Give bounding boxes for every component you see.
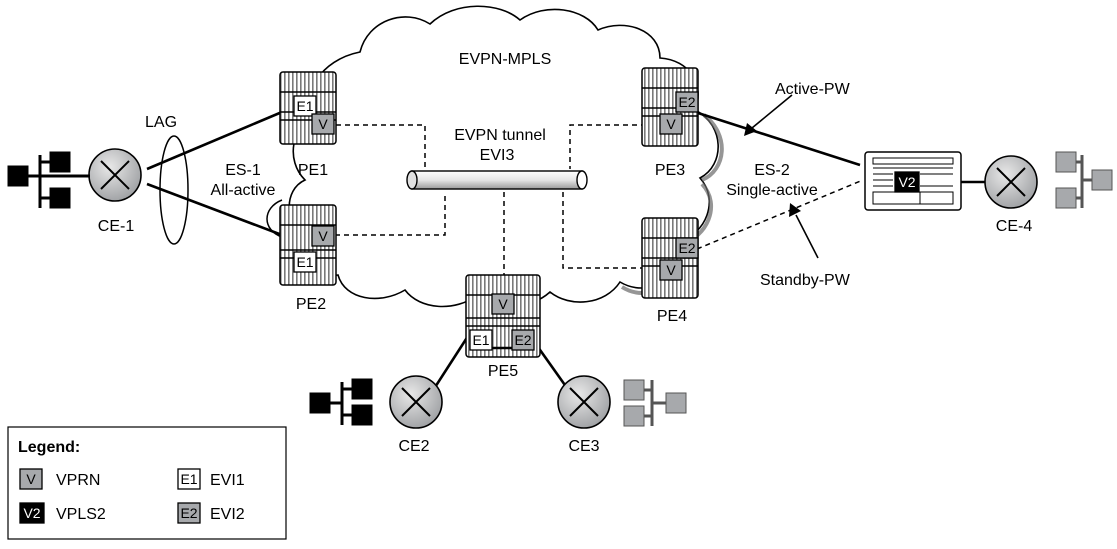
tunnel-label-line1: EVPN tunnel: [454, 127, 546, 144]
pe5-router[interactable]: V E1 E2: [465, 274, 541, 358]
legend: Legend: V VPRN E1 EVI1 V2 VPLS2 E2 EVI2: [7, 426, 287, 540]
pe1-router[interactable]: E1 V: [279, 71, 337, 145]
legend-evi2-swatch: [177, 502, 201, 524]
pe1-e1-tag: [293, 95, 317, 117]
pe3-e2-tag: [675, 91, 699, 113]
legend-title: Legend:: [18, 439, 80, 456]
pe2-vprn-tag-text: V: [318, 228, 328, 244]
vpls2-switch[interactable]: V2: [864, 151, 962, 211]
lan-ce1-icon: [7, 151, 90, 209]
pe3-vprn-tag: [659, 113, 683, 135]
pe4-e2-tag: [675, 237, 699, 259]
pe4-vprn-tag: [659, 259, 683, 281]
pe5-label: PE5: [488, 363, 518, 380]
cloud-label: EVPN-MPLS: [459, 51, 551, 68]
pe4-e2-tag-text: E2: [678, 240, 695, 256]
standby-pw-arrow: [789, 203, 819, 259]
pe4-router[interactable]: E2 V: [641, 217, 699, 299]
lag-ellipse: [159, 135, 189, 245]
pe5-e1-tag-text: E1: [472, 332, 489, 348]
legend-vprn-swatch: [19, 468, 43, 490]
legend-evi1-label: EVI1: [210, 472, 245, 489]
tunnel-label-line2: EVI3: [480, 147, 515, 164]
pe1-label: PE1: [298, 162, 328, 179]
lan-ce4-icon: [1055, 151, 1113, 209]
lan-ce2-icon: [309, 378, 373, 426]
ce2-label: CE2: [398, 438, 429, 455]
pe2-label: PE2: [296, 296, 326, 313]
pe5-vprn-tag: [491, 293, 515, 315]
active-pw-label: Active-PW: [775, 81, 851, 98]
ce2-router-icon[interactable]: [389, 375, 443, 429]
ce4-label: CE-4: [996, 218, 1033, 235]
pe3-vprn-tag-text: V: [666, 116, 676, 132]
legend-evi2-label: EVI2: [210, 506, 245, 523]
pe2-router[interactable]: V E1: [279, 204, 337, 286]
pe2-e1-tag-text: E1: [296, 254, 313, 270]
ce3-router-icon[interactable]: [557, 375, 611, 429]
standby-pw-label: Standby-PW: [760, 272, 851, 289]
legend-vprn-label: VPRN: [56, 472, 100, 489]
pe4-label: PE4: [657, 308, 687, 325]
pe5-e2-tag-text: E2: [514, 332, 531, 348]
lan-ce3-icon: [623, 379, 687, 427]
ce4-router-icon[interactable]: [984, 155, 1038, 209]
legend-evi2-swatch-text: E2: [180, 505, 197, 521]
legend-vprn-swatch-text: V: [26, 471, 36, 487]
vprn-dashed-links: [335, 124, 864, 290]
switch-vpls2-tag: [894, 171, 920, 193]
pe2-e1-tag: [293, 251, 317, 273]
es1-label-line1: ES-1: [225, 162, 261, 179]
pe2-vprn-tag: [311, 225, 335, 247]
pe1-vprn-tag-text: V: [318, 116, 328, 132]
pe5-e2-tag: [511, 329, 535, 351]
pe5-e1-tag: [469, 329, 493, 351]
pe3-label: PE3: [655, 162, 685, 179]
ce1-label: CE-1: [98, 218, 135, 235]
pe3-router[interactable]: E2 V: [641, 67, 699, 147]
active-pw-arrow: [744, 94, 793, 136]
switch-vpls2-tag-text: V2: [898, 174, 915, 190]
ce3-label: CE3: [568, 438, 599, 455]
pe4-vprn-tag-text: V: [666, 262, 676, 278]
ce1-router-icon[interactable]: [88, 148, 142, 202]
pe5-vprn-tag-text: V: [498, 296, 508, 312]
es2-label-line2: Single-active: [726, 182, 818, 199]
legend-vpls2-swatch: [19, 502, 45, 524]
legend-evi1-swatch: [177, 468, 201, 490]
pe1-e1-tag-text: E1: [296, 98, 313, 114]
pe1-vprn-tag: [311, 113, 335, 135]
legend-evi1-swatch-text: E1: [180, 471, 197, 487]
pe3-e2-tag-text: E2: [678, 94, 695, 110]
legend-vpls2-label: VPLS2: [56, 506, 106, 523]
evpn-tunnel: [406, 170, 588, 190]
legend-vpls2-swatch-text: V2: [23, 505, 40, 521]
es2-label-line1: ES-2: [754, 162, 790, 179]
es1-bracket: [266, 199, 283, 238]
es1-label-line2: All-active: [211, 182, 276, 199]
lag-label: LAG: [145, 114, 177, 131]
